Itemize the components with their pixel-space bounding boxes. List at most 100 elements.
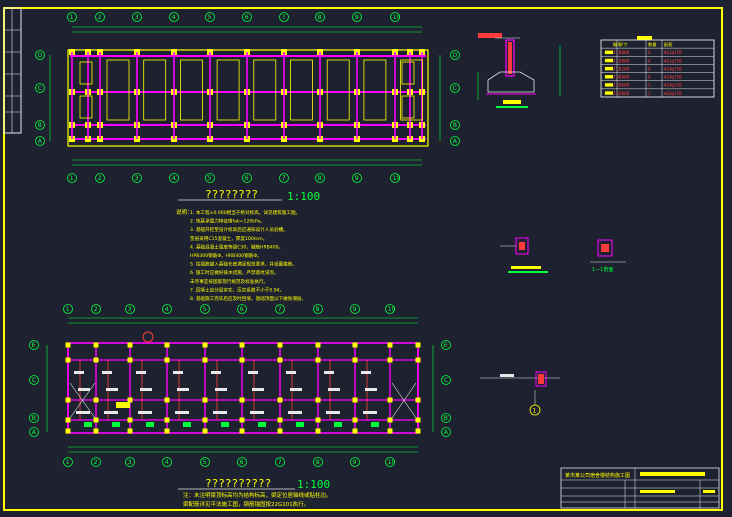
table-cell: 数量 [648,41,656,48]
bottom-column [315,342,321,348]
note-line: 6. 施工时应做好排水措施，严禁基坑浸泡。 [190,269,279,276]
table-cell: 2600 [619,83,630,88]
bottom-column [387,357,393,363]
axis-bubble [350,457,360,467]
axis-bubble [91,304,101,314]
top-pad-small [401,95,415,119]
table-cell: 4 [648,58,651,63]
top-pad [143,59,167,121]
beam-tag [286,371,296,374]
title-block-header: 某市某公司宿舍楼结构施工图 [565,472,630,479]
table-cell: Φ16@150 [664,91,682,96]
axis-bubble [352,12,362,22]
axis-label: 7 [282,14,286,21]
beam-tag-green [258,422,266,427]
bottom-column [202,397,208,403]
bottom-column [352,428,358,434]
general-notes: 说明： 1. 本工程±0.000相当于绝对标高，详见建筑施工图。2. 地基承载力… [176,208,306,302]
section-label-underline [496,106,528,108]
beam-tag [326,411,340,414]
beam-tag [363,411,377,414]
beam-tag-green [371,422,379,427]
axis-label: 3 [128,306,132,313]
table-cell: 6 [648,50,651,55]
detail-c-marker [529,404,541,416]
bottom-beams-vertical [65,342,421,434]
table-row-marker [605,50,613,55]
bottom-column [352,342,358,348]
bottom-column [277,357,283,363]
note-line: HPB300钢筋Φ，HRB400钢筋Ф。 [190,252,262,259]
axis-bubble [169,173,179,183]
bottom-highlight-tag [116,402,130,408]
axis-bubble [29,427,39,437]
axis-bubble [441,375,451,385]
bottom-column [239,397,245,403]
axis-label: A [444,429,449,436]
axis-bubble [390,12,400,22]
bottom-plan-scale: 1:100 [297,478,330,491]
bottom-column [239,417,245,423]
axis-bubble [35,83,45,93]
axis-label: 9 [353,306,357,313]
table-title-mark [637,36,652,40]
beam-tag [290,388,302,391]
note-line: 1. 本工程±0.000相当于绝对标高，详见建筑施工图。 [190,209,300,216]
bottom-column [239,357,245,363]
section-column [505,39,515,77]
axis-label: 5 [208,175,212,182]
table-grid [600,39,715,98]
table-cell: 2800 [619,91,630,96]
bottom-column [352,417,358,423]
beam-tag [102,371,112,374]
axis-bubble [390,173,400,183]
axis-label: 10 [393,175,401,182]
beam-tag [324,371,334,374]
bottom-column [415,342,421,348]
axis-bubble [67,12,77,22]
axis-label: 2 [94,459,98,466]
column-detail-a [500,237,548,273]
bottom-column [277,428,283,434]
bottom-column [93,417,99,423]
title-block-project-bar [640,472,705,476]
bottom-column [127,342,133,348]
bottom-column [65,342,71,348]
axis-bubble [441,413,451,423]
table-cell: J-3 [613,66,621,71]
beam-tag [104,411,118,414]
table-cell: J-4 [613,75,621,80]
beam-tag [175,411,189,414]
bottom-column [352,397,358,403]
axis-bubble [95,12,105,22]
beam-tag-green [183,422,191,427]
axis-bubble [385,457,395,467]
axis-bubble [95,173,105,183]
axis-label: 1 [66,459,70,466]
axis-label: 8 [318,175,322,182]
axis-label: B [38,122,42,129]
axis-label: 8 [316,306,320,313]
bottom-column [239,342,245,348]
axis-label: 10 [388,459,396,466]
bottom-column [387,417,393,423]
bottom-column [387,397,393,403]
axis-bubble [205,12,215,22]
bottom-column [415,428,421,434]
axis-label: 6 [240,306,244,313]
bottom-column [277,417,283,423]
bottom-column [202,342,208,348]
axis-bubble [450,83,460,93]
axis-bubble [162,304,172,314]
axis-label: 4 [165,459,169,466]
table-cell: Φ14@120 [664,83,682,88]
axis-label: 9 [353,459,357,466]
section-label-bar [503,100,521,104]
top-pad [106,59,130,121]
foundation-section-detail [477,33,561,108]
bottom-column [202,417,208,423]
detail-b-column [597,239,613,257]
